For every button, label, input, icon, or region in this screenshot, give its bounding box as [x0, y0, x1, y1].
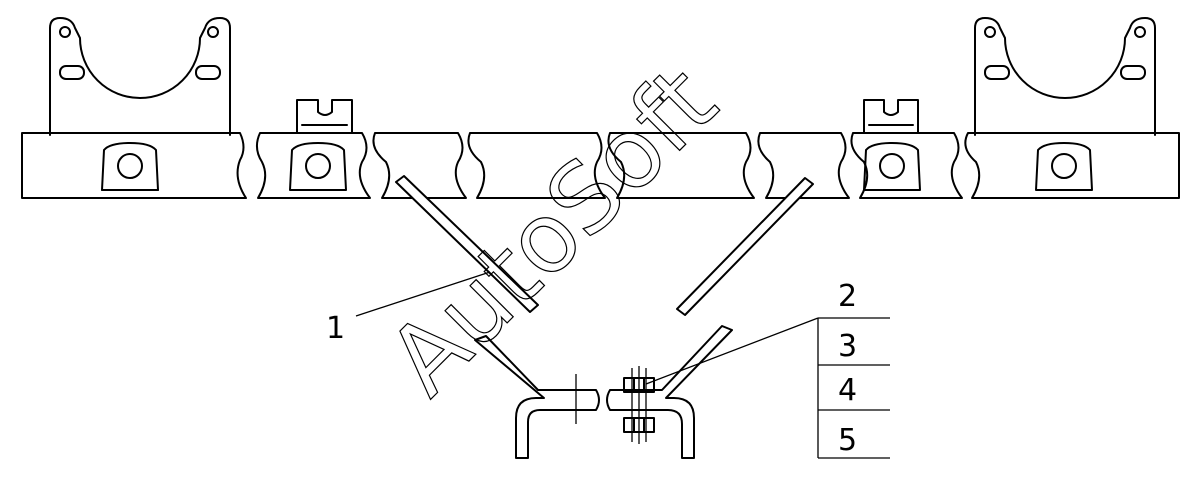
left-mounting-bracket: [49, 17, 231, 136]
right-strap-rod: [676, 177, 814, 316]
rail-boss-2: [289, 142, 347, 191]
callout-5: 5: [838, 423, 857, 458]
left-top-clamp: [296, 99, 353, 134]
right-top-clamp: [863, 99, 919, 134]
left-strap-rod: [395, 175, 539, 313]
callout-leaders: [355, 271, 890, 459]
callout-1: 1: [326, 311, 345, 346]
rail-boss-4: [1035, 142, 1093, 191]
rail-boss-1: [101, 142, 159, 191]
right-fastening-bracket: [606, 325, 733, 459]
rail-segments: [21, 132, 1180, 199]
rail-boss-3: [863, 142, 921, 191]
left-fastening-bracket: [474, 335, 600, 459]
callout-4: 4: [838, 373, 857, 408]
bolt-and-nut-assembly: [623, 366, 655, 444]
right-mounting-bracket: [974, 17, 1156, 136]
callout-2: 2: [838, 279, 857, 314]
callout-3: 3: [838, 329, 857, 364]
autosoft-watermark: AutoSoft: [367, 46, 738, 417]
